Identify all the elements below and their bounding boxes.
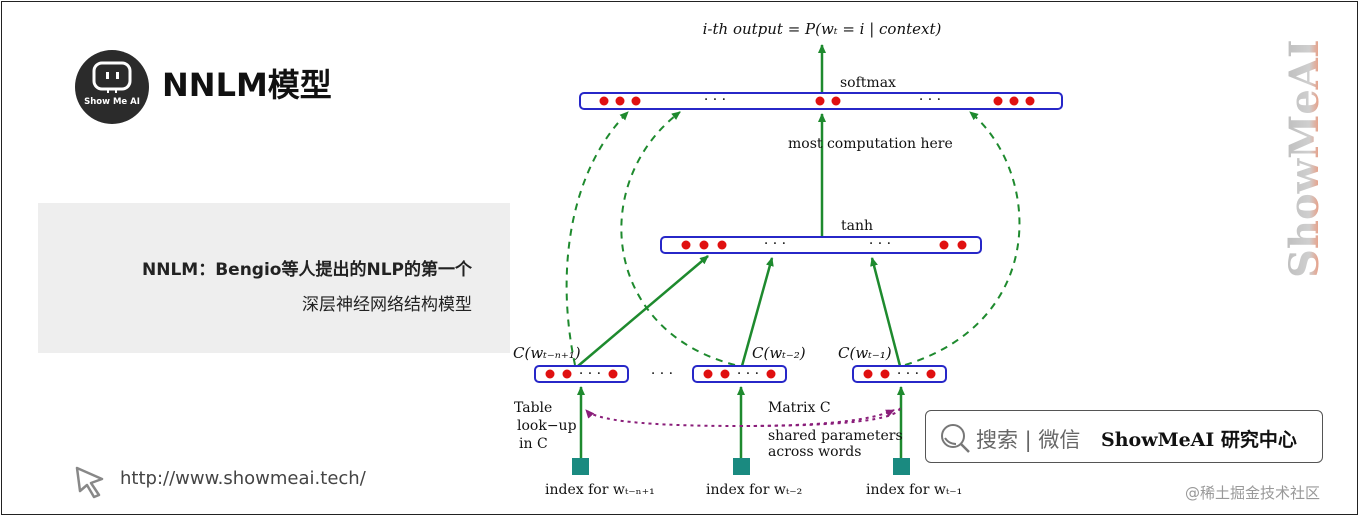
tanh-layer [660, 236, 982, 254]
tanh-ellipsis-right: · · · [869, 236, 891, 252]
softmax-label: softmax [840, 75, 896, 91]
shared-label-line-1: shared parameters [768, 428, 903, 444]
tanh-ellipsis-left: · · · [764, 236, 786, 252]
tanh-label: tanh [841, 218, 873, 234]
softmax-ellipsis-left: · · · [704, 92, 726, 108]
description-box: NNLM：Bengio等人提出的NLP的第一个 深层神经网络结构模型 [38, 203, 510, 353]
shared-label-line-2: across words [768, 444, 861, 460]
embedding-box-2 [692, 365, 787, 383]
embed-to-hidden-arrow-2 [740, 257, 774, 367]
brand-vertical-text: ShowMeAI [1281, 40, 1328, 278]
embedding-box-3 [852, 365, 947, 383]
embedding-label-2: C(wₜ₋₂) [752, 344, 806, 362]
brand-watermark: ShowMeAI [1281, 40, 1328, 278]
lookup-label-line-2: look−up [517, 418, 577, 434]
input-index-square-2 [733, 458, 750, 475]
embedding-neurons [545, 369, 936, 379]
embedding-label-3: C(wₜ₋₁) [838, 344, 892, 362]
skip-connection-3 [904, 111, 1021, 366]
input-index-square-1 [572, 458, 589, 475]
shared-parameters-link [585, 407, 901, 428]
description-line-1: NNLM：Bengio等人提出的NLP的第一个 [142, 260, 472, 280]
index-label-1: index for wₜ₋ₙ₊₁ [545, 482, 655, 498]
description-line-2: 深层神经网络结构模型 [302, 295, 472, 315]
embed-ellipsis-2: · · · [737, 366, 759, 382]
index-label-3: index for wₜ₋₁ [866, 482, 962, 498]
tanh-neurons [681, 240, 967, 250]
skip-connection-1 [565, 111, 629, 366]
shared-parameters-link-right [739, 409, 895, 427]
logo-text: Show Me AI [84, 97, 140, 107]
embedding-label-1: C(wₜ₋ₙ₊₁) [513, 344, 581, 362]
lookup-label-line-3: in C [519, 436, 548, 452]
lookup-label-line-1: Table [514, 400, 552, 416]
embed-ellipsis-between: · · · [651, 366, 673, 382]
search-label: 搜索 | 微信 [976, 428, 1081, 452]
cursor-icon [75, 466, 104, 499]
website-link[interactable]: http://www.showmeai.tech/ [120, 468, 366, 489]
juejin-watermark: @稀土掘金技术社区 [1185, 484, 1321, 502]
skip-connection-2 [620, 111, 736, 366]
showmeai-logo: Show Me AI [75, 50, 149, 124]
index-label-2: index for wₜ₋₂ [706, 482, 802, 498]
embed-ellipsis-3: · · · [897, 366, 919, 382]
softmax-ellipsis-right: · · · [919, 92, 941, 108]
embedding-box-1 [534, 365, 629, 383]
matrix-label: Matrix C [768, 400, 831, 416]
embed-ellipsis-1: · · · [579, 366, 601, 382]
search-brand: ShowMeAI 研究中心 [1101, 429, 1297, 451]
softmax-neurons [599, 96, 1035, 106]
embed-to-hidden-arrow-3 [870, 257, 902, 367]
search-icon [941, 424, 970, 453]
wechat-search-box[interactable]: 搜索 | 微信 ShowMeAI 研究中心 [925, 410, 1323, 463]
page-title: NNLM模型 [162, 66, 332, 104]
computation-label: most computation here [788, 136, 953, 152]
output-label: i-th output = P(wₜ = i | context) [703, 20, 942, 38]
embed-to-hidden-arrow-1 [577, 255, 709, 367]
robot-icon [92, 61, 132, 93]
input-index-square-3 [893, 458, 910, 475]
